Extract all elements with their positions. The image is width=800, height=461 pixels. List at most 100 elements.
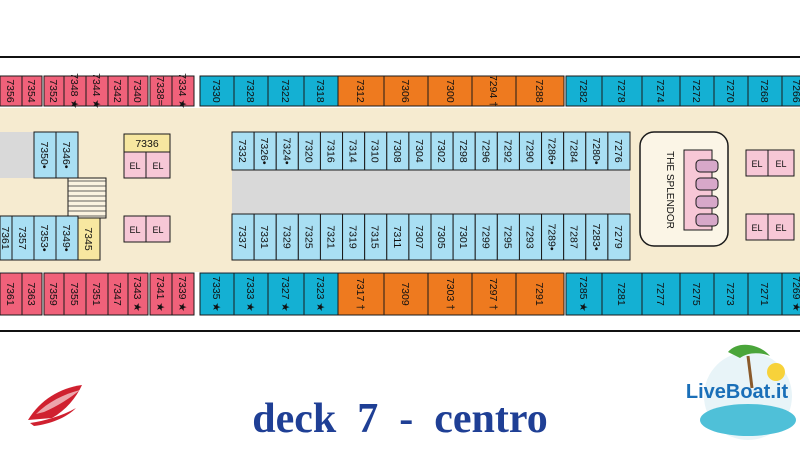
cabin-number-label: 7289• [546,223,558,250]
cabin-number-label: 7307 [413,225,425,249]
elevator-box [145,215,171,243]
cabin-number-label: 7302 [435,139,447,163]
cabin-number-label: 7293 [524,225,536,249]
elevator-label: EL [775,159,786,169]
cabin-outer-bottom-7297[interactable] [471,272,517,316]
cabin-number-label: 7301 [457,225,469,249]
cabin-number-label: 7290 [524,139,536,163]
cabin-outer-bottom-7327[interactable] [267,272,305,316]
cabin-outer-bottom-7303[interactable] [427,272,475,316]
cabin-outer-top-7274[interactable] [641,75,681,107]
cabin-number-label: 7270 [724,79,736,103]
central-service-area [232,170,630,214]
cabin-number-label: 7351 [90,282,102,306]
cabin-number-label: 7320 [302,139,314,163]
cabin-outer-bottom-7343[interactable] [127,272,149,316]
deck-title: deck 7 - centro [252,396,548,442]
cabin-outer-top-7266[interactable] [781,75,800,107]
cabin-outer-bottom-7339[interactable] [171,272,195,316]
cabin-outer-top-7330[interactable] [199,75,235,107]
elevator-label: EL [775,223,786,233]
elevator-label: EL [129,161,140,171]
cabin-number-label: 7298 [457,139,469,163]
cabin-number-label: 7330 [210,79,222,103]
cabin-outer-bottom-7291[interactable] [515,272,565,316]
cabin-number-label: 7312 [354,79,366,103]
cabin-number-label: 7272 [690,79,702,103]
cabin-number-label: 7304 [413,139,425,163]
cabin-number-label: 7271 [758,282,770,306]
cabin-number-label: 7322 [279,79,291,103]
cabin-number-label: 7284 [568,139,580,163]
cabin-number-label: 7300 [444,79,456,103]
cabin-number-label: 7268 [758,79,770,103]
cabin-number-label: 7296 [479,139,491,163]
cabin-number-label: 7346• [60,141,72,168]
cabin-number-label: 7339 ★ [176,276,188,312]
cabin-number-label: 7274 [654,79,666,103]
cabin-number-label: 7308 [391,139,403,163]
cabin-number-label: 7319 [347,225,359,249]
stairs [67,177,107,219]
cabin-number-label: 7329 [280,225,292,249]
cabin-number-label: 7361 [4,282,16,306]
cabin-number-label: 7324• [280,137,292,164]
cabin-number-label: 7282 [577,79,589,103]
cabin-number-label: 7326• [258,137,270,164]
cabin-outer-top-7278[interactable] [601,75,643,107]
cabin-outer-bottom-7281[interactable] [601,272,643,316]
cabin-number-label: 7333 ★ [244,276,256,312]
cabin-number-label: 7350• [38,141,50,168]
cabin-left-7345[interactable] [77,217,101,261]
elevator-label: EL [129,225,140,235]
cabin-outer-top-7318[interactable] [303,75,339,107]
cabin-number-label: 7354 [25,79,37,103]
cabin-number-label: 7331 [258,225,270,249]
cabin-outer-top-7294[interactable] [471,75,517,107]
cabin-number-label: 7361 [0,226,11,250]
cabin-number-label: 7317 † [354,278,366,310]
cabin-outer-bottom-7309[interactable] [383,272,429,316]
cabin-outer-bottom-7333[interactable] [233,272,269,316]
liveboat-logo-icon: LiveBoat.it [686,344,796,440]
cabin-left-7346[interactable] [55,131,79,179]
cabin-inner-bottom-7279[interactable] [607,213,631,261]
cabin-outer-bottom-7285[interactable] [565,272,603,316]
cabin-outer-top-7272[interactable] [679,75,715,107]
cabin-outer-bottom-7317[interactable] [337,272,385,316]
cabin-number-label: 7309 [399,282,411,306]
cabin-number-label: 7315 [369,225,381,249]
cabin-number-label: 7347 [111,282,123,306]
carnival-logo-icon [28,385,82,426]
cabin-number-label: 7341 ★ [154,276,166,312]
elevator-box [767,213,795,241]
cabin-number-label: 7340 [131,79,143,103]
cabin-outer-top-7328[interactable] [233,75,269,107]
elevator-label: EL [751,223,762,233]
cabin-number-label: 7287 [568,225,580,249]
cabin-number-label: 7321 [325,225,337,249]
splendor-lounge[interactable]: THE SPLENDOR [639,131,729,247]
cabin-outer-bottom-7275[interactable] [679,272,715,316]
cabin-outer-bottom-7363[interactable] [21,272,43,316]
cabin-number-label: 7353• [38,224,50,251]
cabin-outer-top-7334[interactable] [171,75,195,107]
cabin-number-label: 7273 [724,282,736,306]
cabin-outer-bottom-7277[interactable] [641,272,681,316]
cabin-outer-top-7354[interactable] [21,75,43,107]
cabin-number-label: 7349• [60,224,72,251]
cabin-outer-top-7268[interactable] [747,75,783,107]
cabin-outer-top-7282[interactable] [565,75,603,107]
cabin-outer-top-7288[interactable] [515,75,565,107]
cabin-outer-top-7322[interactable] [267,75,305,107]
cabin-inner-top-7276[interactable] [607,131,631,171]
cabin-number-label: 7316 [325,139,337,163]
cabin-number-label: 7334 ★ [176,73,188,109]
cabin-outer-top-7340[interactable] [127,75,149,107]
cabin-outer-top-7300[interactable] [427,75,475,107]
cabin-outer-bottom-7269[interactable] [781,272,800,316]
cabin-number-label: 7332 [236,139,248,163]
cabin-number-label: 7278 [615,79,627,103]
